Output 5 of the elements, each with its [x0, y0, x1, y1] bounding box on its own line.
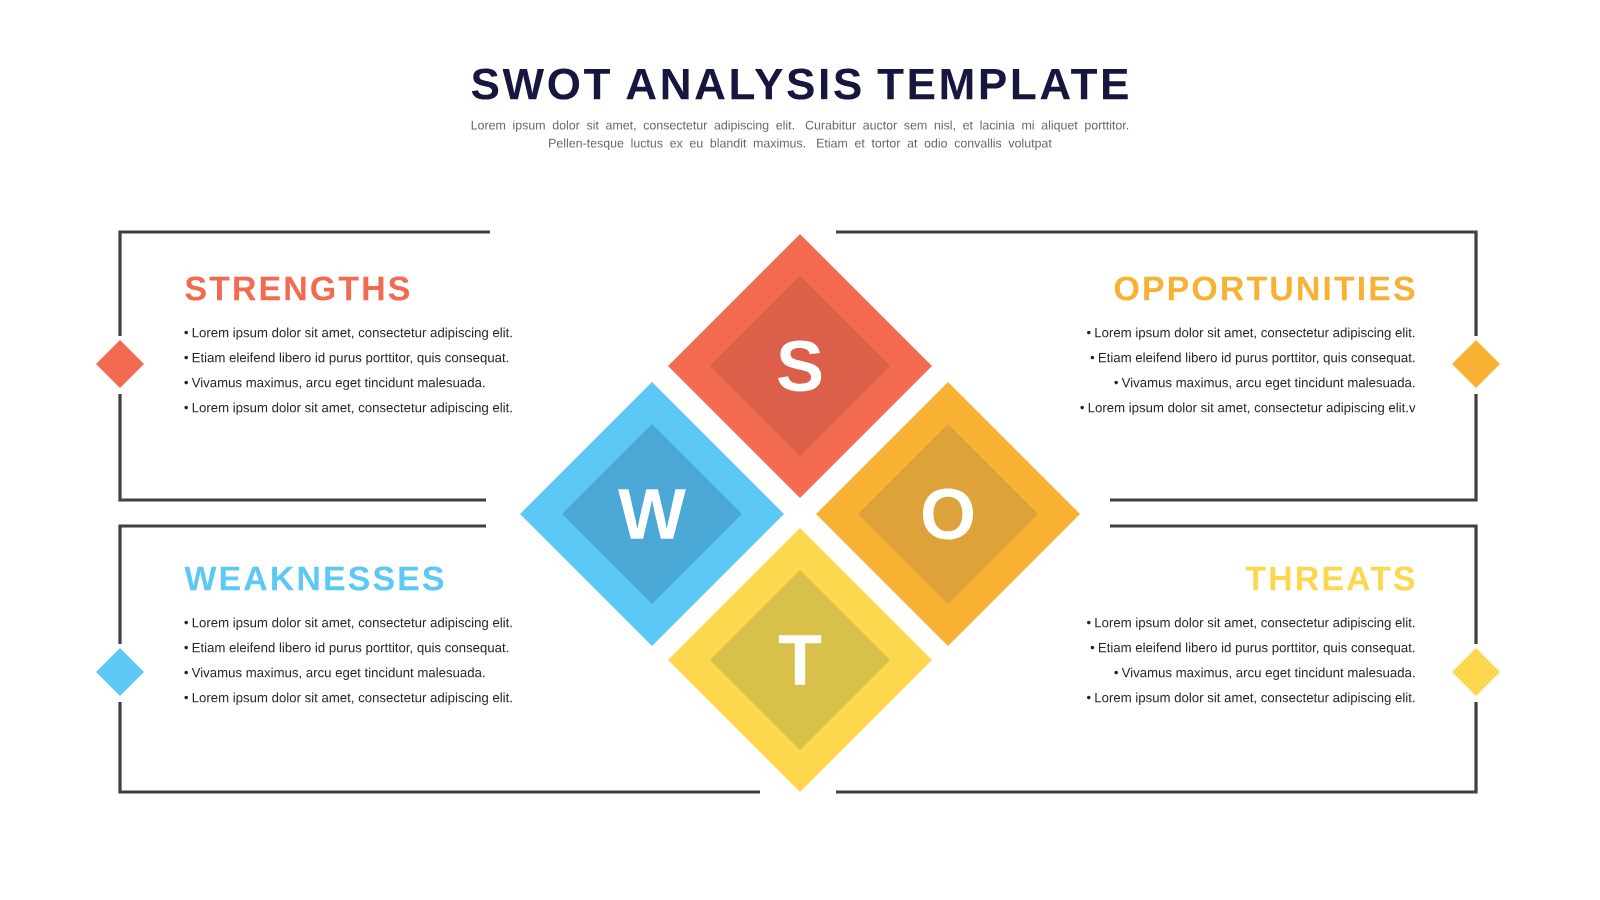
section-heading: STRENGTHS: [185, 276, 410, 301]
section-heading: WEAKNESSES: [184, 566, 444, 591]
section-heading: OPPORTUNITIES: [1114, 276, 1415, 301]
section-heading: THREATS: [1245, 566, 1415, 591]
title: SWOT ANALYSIS TEMPLATE: [471, 68, 1128, 100]
